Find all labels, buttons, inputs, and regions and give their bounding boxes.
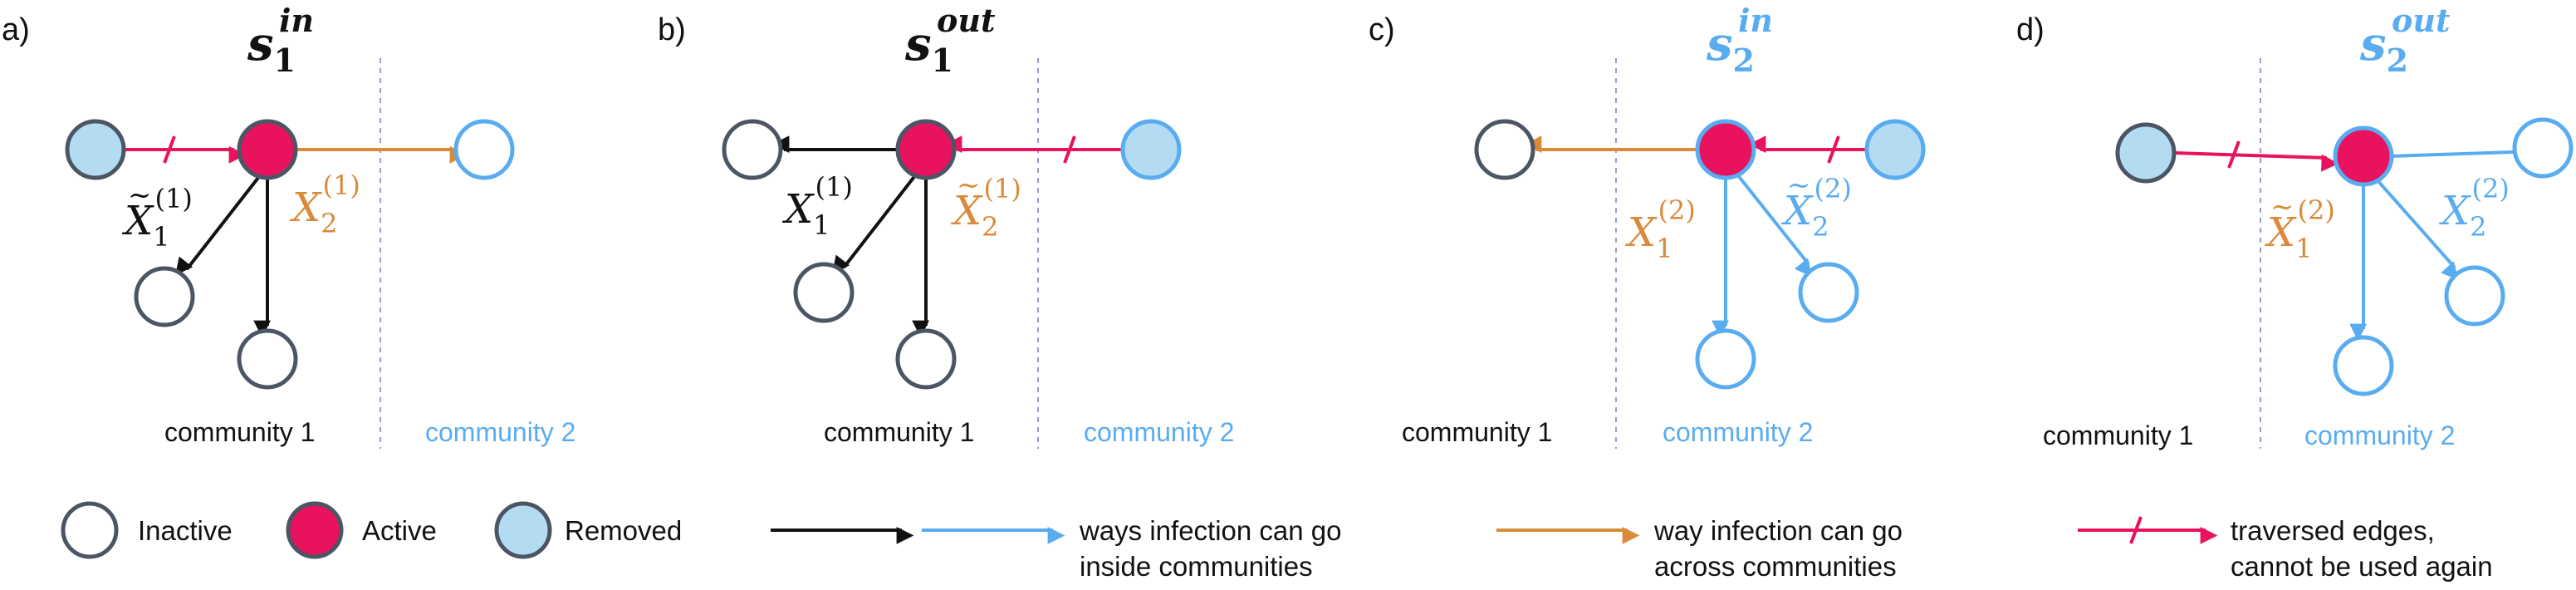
removed-node	[2115, 122, 2177, 184]
tilde-mark: ~	[1787, 169, 1811, 202]
panel-d-title: s2out	[2359, 2, 2451, 79]
inactive-node	[895, 328, 957, 390]
inactive-node	[2512, 117, 2574, 179]
panel-c-title: s2in	[1706, 2, 1773, 79]
community-2-label: community 2	[425, 417, 575, 447]
edge-inside	[2375, 178, 2459, 281]
community-2-label: community 2	[1663, 417, 1813, 447]
edge-inside	[1736, 173, 1812, 278]
removed-node	[1120, 119, 1182, 180]
inactive-node	[1695, 328, 1756, 390]
edge-inside	[175, 173, 262, 276]
traversed-mark	[163, 135, 176, 164]
inactive-node	[2444, 265, 2505, 327]
inactive-node	[1798, 262, 1859, 323]
community-2-label: community 2	[1084, 417, 1234, 447]
legend-inside-label-2: inside communities	[1080, 551, 1313, 582]
legend-traversed-mark	[2129, 516, 2143, 544]
traversed-mark	[1063, 135, 1076, 164]
panel-d-letter: d)	[2016, 12, 2045, 47]
tilde-mark: ~	[957, 169, 981, 202]
community-1-label: community 1	[1402, 417, 1552, 447]
inactive-node	[237, 328, 298, 390]
legend-removed-label: Removed	[565, 515, 682, 546]
legend-traversed-label-1: traversed edges,	[2231, 515, 2435, 546]
edge-label: X1(2)	[2264, 194, 2335, 264]
panel-c: c) s2in X1(2) X2(2) ~ community 1 commun…	[1369, 2, 1926, 449]
panel-b-title: s1out	[904, 2, 996, 79]
community-1-label: community 1	[2043, 420, 2193, 450]
edge-label: X1(1)	[121, 183, 193, 253]
legend-active-label: Active	[362, 515, 437, 546]
legend-across-label-2: across communities	[1654, 551, 1897, 582]
tilde-mark: ~	[2270, 190, 2294, 224]
panel-b: b) s1out X1(1) X2(1) ~ community 1 commu…	[658, 2, 1234, 449]
inactive-node	[1474, 119, 1535, 180]
community-1-label: community 1	[824, 417, 974, 447]
legend-across-label-1: way infection can go	[1653, 515, 1903, 546]
edge-label: X1(2)	[1624, 194, 1696, 264]
community-2-label: community 2	[2304, 420, 2455, 450]
legend-inactive-label: Inactive	[138, 515, 233, 546]
panel-a-letter: a)	[2, 12, 30, 47]
edge-label: X1(1)	[781, 171, 853, 241]
active-node	[2333, 125, 2394, 187]
edge-label: X2(1)	[950, 173, 1021, 243]
edge-label: X2(2)	[1780, 173, 1852, 243]
traversed-edge	[2173, 151, 2339, 172]
tilde-mark: ~	[128, 179, 152, 212]
legend: Inactive Active Removed ways infection c…	[61, 501, 2493, 582]
panel-c-letter: c)	[1369, 12, 1395, 47]
traversed-mark	[1827, 135, 1840, 164]
active-node	[1695, 119, 1756, 180]
edge-label: X2(1)	[289, 170, 360, 239]
inactive-node	[722, 119, 783, 180]
traversed-mark	[2227, 140, 2241, 169]
edge-label: X2(2)	[2438, 173, 2510, 243]
edge-inside	[832, 173, 918, 274]
active-node	[237, 119, 298, 180]
legend-removed-swatch	[494, 501, 552, 559]
panel-b-letter: b)	[658, 12, 686, 47]
legend-inactive-swatch	[61, 501, 119, 559]
inactive-node	[453, 119, 515, 180]
inactive-node	[2333, 335, 2394, 396]
panel-a: a) s1in X1(1) ~ X2(1) community 1 commun…	[2, 2, 575, 449]
legend-traversed-label-2: cannot be used again	[2231, 551, 2493, 582]
inactive-node	[134, 266, 195, 327]
removed-node	[1864, 119, 1926, 180]
inactive-node	[793, 262, 855, 323]
legend-active-swatch	[286, 501, 344, 559]
panel-d: d) s2out X1(2) ~ X2(2) community 1 commu…	[2016, 2, 2574, 450]
active-node	[895, 119, 957, 180]
legend-inside-label-1: ways infection can go	[1079, 515, 1342, 546]
panel-a-title: s1in	[247, 2, 314, 79]
removed-node	[65, 119, 126, 180]
community-1-label: community 1	[164, 417, 315, 447]
